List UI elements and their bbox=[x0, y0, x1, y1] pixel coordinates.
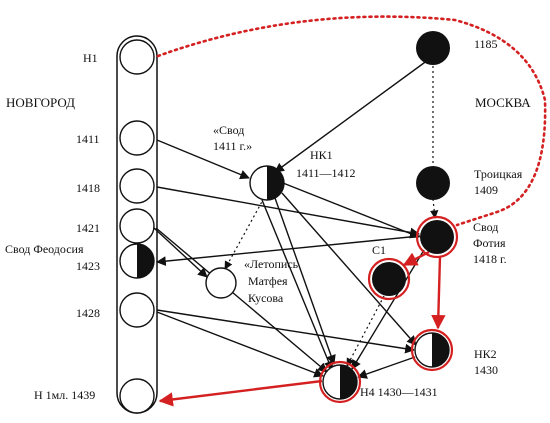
edge-1411-nk1 bbox=[156, 139, 250, 180]
label-1423: 1423 bbox=[76, 259, 100, 273]
label-troitskaya: Троицкая bbox=[474, 167, 523, 181]
label-svod1411-line1: «Свод bbox=[213, 123, 244, 137]
node-1418 bbox=[119, 168, 155, 204]
edge-nk1-nk2 bbox=[281, 192, 417, 346]
node-n4 bbox=[318, 360, 362, 404]
label-svod-feodosiya: Свод Феодосия bbox=[5, 242, 84, 256]
edge-fotiya-feodosiya bbox=[156, 235, 421, 267]
label-fotiya-line1: Свод bbox=[473, 220, 498, 234]
label-1411: 1411 bbox=[76, 132, 100, 146]
label-region-novgorod: НОВГОРОД bbox=[6, 95, 75, 110]
dotted-link-red bbox=[156, 15, 547, 227]
novgorod-nodes bbox=[119, 39, 155, 414]
label-1421: 1421 bbox=[76, 221, 100, 235]
edge-1428-n4 bbox=[156, 311, 324, 378]
edge-1421-kusov bbox=[153, 227, 208, 278]
label-n1ml: Н 1мл. 1439 bbox=[34, 388, 95, 402]
edge-nk1-fotiya bbox=[282, 182, 420, 239]
label-region-moscow: МОСКВА bbox=[475, 95, 531, 110]
node-nk1 bbox=[249, 165, 285, 201]
node-nk2 bbox=[410, 328, 454, 372]
label-fotiya-line2: Фотия bbox=[473, 236, 506, 250]
node-1411 bbox=[119, 120, 155, 156]
label-kusov-line2: Матфея bbox=[248, 274, 288, 288]
red-n4-n1ml bbox=[158, 379, 323, 407]
label-1428: 1428 bbox=[76, 306, 100, 320]
label-c1: С1 bbox=[372, 243, 386, 257]
edge-fotiya-n4 bbox=[351, 249, 425, 370]
node-c1 bbox=[367, 257, 411, 301]
dotted-edges bbox=[224, 66, 439, 367]
node-n1ml bbox=[119, 378, 155, 414]
edge-nk1-n4-a bbox=[261, 199, 334, 371]
label-nk1: НК1 bbox=[310, 148, 333, 162]
label-troitskaya-year: 1409 bbox=[474, 183, 498, 197]
label-kusov-line1: «Летопись bbox=[244, 257, 299, 271]
edge-1428-nk2 bbox=[156, 309, 415, 354]
dotted-c1-n4 bbox=[346, 295, 385, 367]
node-troitskaya bbox=[416, 166, 450, 200]
node-fotiya bbox=[415, 215, 459, 259]
label-n4: Н4 1430—1431 bbox=[360, 385, 438, 399]
label-kusov-line3: Кусова bbox=[248, 291, 284, 305]
edge-nk2-n4 bbox=[357, 356, 416, 379]
node-kusov bbox=[205, 267, 237, 299]
label-svod1411-line2: 1411 г.» bbox=[213, 139, 252, 153]
edge-1421-n4 bbox=[155, 227, 328, 373]
label-1418: 1418 bbox=[76, 181, 100, 195]
node-feodosiya bbox=[119, 243, 155, 279]
dotted-nk1-kusov bbox=[224, 197, 265, 270]
dotted-troitskaya-fotiya bbox=[430, 198, 439, 219]
red-fotiya-nk2 bbox=[431, 255, 446, 330]
node-1428 bbox=[119, 292, 155, 328]
label-n1: Н1 bbox=[83, 51, 98, 65]
edge-1418-fotiya bbox=[156, 186, 420, 238]
edge-1185-nk1 bbox=[274, 59, 429, 173]
node-1185 bbox=[416, 31, 450, 65]
label-fotiya-line3: 1418 г. bbox=[473, 252, 507, 266]
label-nk2: НК2 bbox=[474, 347, 497, 361]
label-nk2-year: 1430 bbox=[474, 363, 498, 377]
node-n1 bbox=[119, 39, 155, 75]
black-edges bbox=[153, 59, 429, 379]
node-1421 bbox=[119, 208, 155, 244]
label-1185: 1185 bbox=[474, 37, 498, 51]
label-nk1-years: 1411—1412 bbox=[296, 166, 356, 180]
